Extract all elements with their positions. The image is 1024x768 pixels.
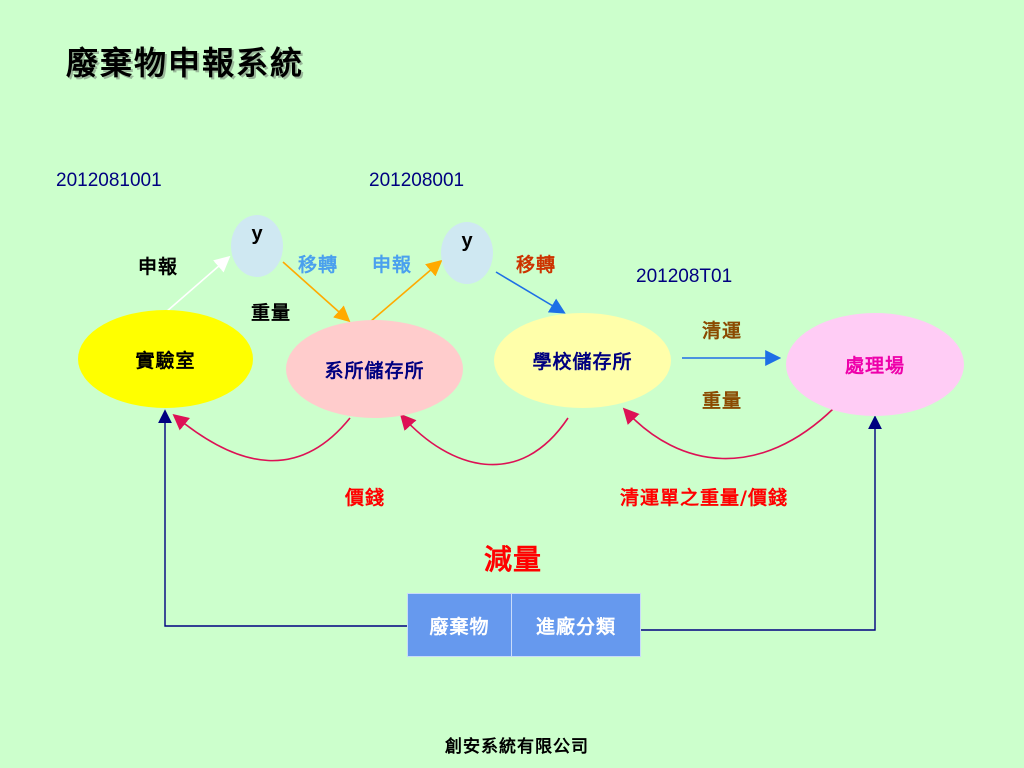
- marker-y1: y: [231, 215, 283, 277]
- node-disposal-site: 處理場: [786, 313, 964, 416]
- arrow-dept-to-y2: [369, 259, 443, 323]
- box-waste-label: 廢棄物: [429, 615, 490, 638]
- arrow-y1-to-dept: [282, 261, 351, 323]
- label-price: 價錢: [345, 487, 386, 509]
- arrow-dept-to-lab: [172, 413, 351, 462]
- page-title: 廢棄物申報系統: [66, 44, 305, 82]
- dept-code: 201208001: [369, 170, 465, 191]
- label-declare-2: 申報: [372, 254, 413, 276]
- node-school-storage-label: 學校儲存所: [532, 351, 633, 373]
- node-disposal-site-label: 處理場: [844, 355, 905, 377]
- box-sorting: 進廠分類: [511, 593, 641, 657]
- node-dept-storage: 系所儲存所: [286, 320, 463, 418]
- label-reduce: 減量: [484, 543, 543, 576]
- label-clear-transport: 清運: [702, 320, 743, 342]
- arrow-y2-to-school: [495, 271, 566, 314]
- box-sorting-label: 進廠分類: [535, 615, 616, 638]
- label-manifest: 清運單之重量/價錢: [620, 487, 788, 509]
- label-transfer-1: 移轉: [298, 254, 339, 276]
- arrow-box-to-disposal: [641, 415, 882, 631]
- footer-company: 創安系統有限公司: [445, 737, 589, 757]
- label-declare-1: 申報: [138, 256, 179, 278]
- label-weight-1: 重量: [251, 302, 292, 324]
- box-waste: 廢棄物: [407, 593, 512, 657]
- node-school-storage: 學校儲存所: [494, 313, 671, 408]
- arrow-box-to-lab: [158, 409, 407, 627]
- lab-code: 2012081001: [56, 170, 162, 191]
- node-laboratory: 實驗室: [78, 310, 253, 408]
- label-transfer-2: 移轉: [516, 254, 557, 276]
- node-dept-storage-label: 系所儲存所: [324, 359, 425, 382]
- arrow-disposal-to-school: [622, 407, 835, 460]
- marker-y2: y: [441, 222, 493, 284]
- label-weight-2: 重量: [702, 390, 743, 412]
- node-laboratory-label: 實驗室: [135, 349, 196, 372]
- arrow-lab-to-y1: [165, 255, 231, 313]
- arrow-school-to-dept: [399, 413, 569, 466]
- school-code: 201208T01: [636, 266, 733, 287]
